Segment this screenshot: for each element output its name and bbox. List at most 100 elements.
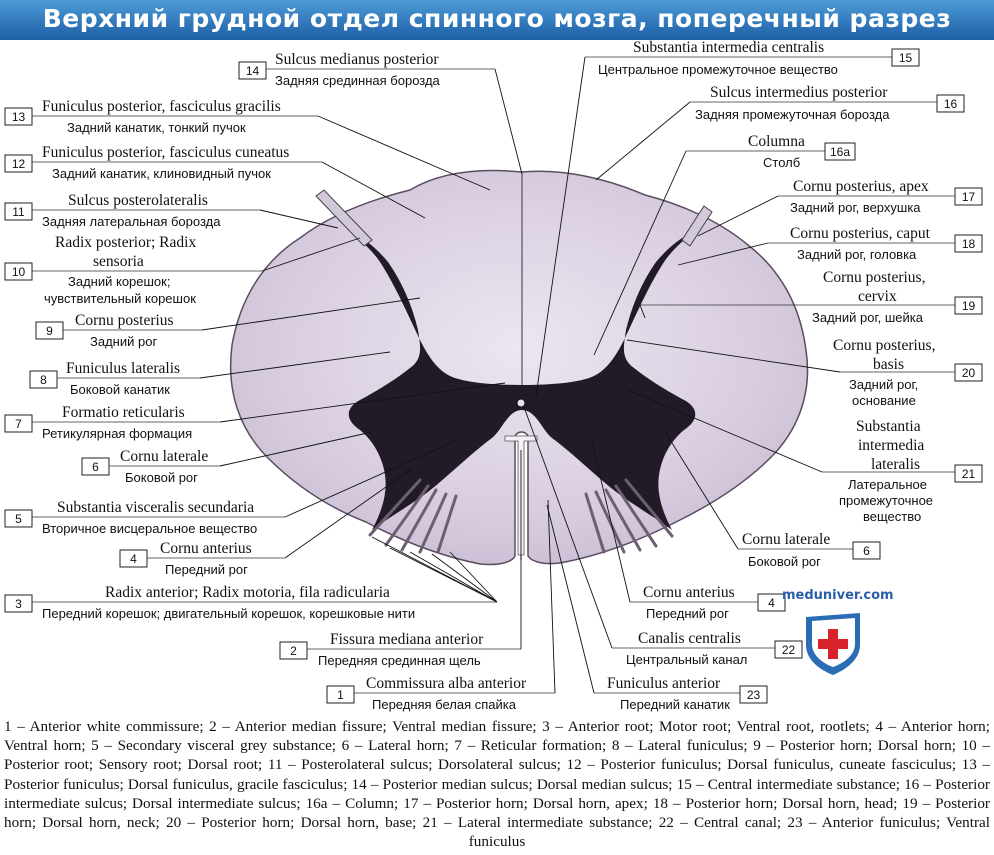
svg-text:9: 9 <box>46 324 53 338</box>
label-4-right: 4 Cornu anterius Передний рог <box>591 441 786 621</box>
svg-text:Боковой канатик: Боковой канатик <box>70 382 170 397</box>
svg-text:Задний канатик, тонкий пучок: Задний канатик, тонкий пучок <box>67 120 246 135</box>
svg-text:Задний канатик, клиновидный пу: Задний канатик, клиновидный пучок <box>52 166 271 181</box>
svg-text:Funiculus posterior, fasciculu: Funiculus posterior, fasciculus cuneatus <box>42 144 289 161</box>
svg-text:19: 19 <box>962 299 976 313</box>
label-15: 15 Substantia intermedia centralis Центр… <box>535 40 920 397</box>
svg-text:Sulcus posterolateralis: Sulcus posterolateralis <box>68 192 208 209</box>
anterior-rootlets-left <box>368 478 458 554</box>
svg-text:Передний корешок; двигательный: Передний корешок; двигательный корешок, … <box>42 606 415 621</box>
label-20: 20 Cornu posterius, basis Задний рог, ос… <box>626 337 983 408</box>
svg-text:Substantia intermedia centrali: Substantia intermedia centralis <box>633 40 824 56</box>
title-banner: Верхний грудной отдел спинного мозга, по… <box>0 0 994 40</box>
label-5: 5 Substantia visceralis secundaria Втори… <box>4 439 458 536</box>
svg-text:Cornu posterius, caput: Cornu posterius, caput <box>790 225 931 242</box>
label-21: 21 Substantia intermedia lateralis Латер… <box>627 389 983 524</box>
cord-cross-section <box>229 169 809 566</box>
label-9: 9 Cornu posterius Задний рог <box>35 297 421 349</box>
svg-text:Funiculus posterior, fasciculu: Funiculus posterior, fasciculus gracilis <box>42 98 281 115</box>
svg-text:14: 14 <box>246 64 260 78</box>
svg-text:Columna: Columna <box>748 133 805 150</box>
svg-text:Fissura mediana anterior: Fissura mediana anterior <box>330 631 484 648</box>
label-6-left: 6 Cornu laterale Боковой рог <box>81 431 373 485</box>
svg-text:Столб: Столб <box>763 155 800 170</box>
svg-text:17: 17 <box>962 190 976 204</box>
svg-text:Cornu posterius,: Cornu posterius, <box>823 269 925 286</box>
svg-text:чувствительный корешок: чувствительный корешок <box>44 291 196 306</box>
label-23: 23 Funiculus anterior Передний канатик <box>546 504 768 712</box>
svg-text:Cornu posterius,: Cornu posterius, <box>833 337 935 354</box>
svg-text:sensoria: sensoria <box>93 253 144 270</box>
label-7: 7 Formatio reticularis Ретикулярная форм… <box>4 382 506 441</box>
svg-text:Cornu anterius: Cornu anterius <box>643 584 735 601</box>
svg-text:Cornu posterius, apex: Cornu posterius, apex <box>793 178 929 195</box>
svg-text:Canalis centralis: Canalis centralis <box>638 630 741 647</box>
label-13: 13 Funiculus posterior, fasciculus graci… <box>4 98 491 191</box>
svg-text:Cornu anterius: Cornu anterius <box>160 540 252 557</box>
svg-text:Radix anterior; Radix motoria,: Radix anterior; Radix motoria, fila radi… <box>105 584 390 601</box>
svg-text:8: 8 <box>40 373 47 387</box>
svg-text:промежуточное: промежуточное <box>839 493 933 508</box>
svg-text:Funiculus anterior: Funiculus anterior <box>607 675 721 692</box>
label-16: 16 Sulcus intermedius posterior Задняя п… <box>595 84 965 181</box>
svg-text:Cornu laterale: Cornu laterale <box>120 448 208 465</box>
svg-text:Ретикулярная формация: Ретикулярная формация <box>42 426 192 441</box>
svg-text:5: 5 <box>15 512 22 526</box>
svg-text:15: 15 <box>899 51 913 65</box>
label-16a: 16a Columna Столб <box>593 133 856 356</box>
svg-text:16: 16 <box>944 97 958 111</box>
label-18: 18 Cornu posterius, caput Задний рог, го… <box>677 225 983 266</box>
svg-text:lateralis: lateralis <box>871 456 920 473</box>
shield-logo-icon <box>806 613 860 675</box>
svg-text:18: 18 <box>962 237 976 251</box>
svg-text:Funiculus lateralis: Funiculus lateralis <box>66 360 180 377</box>
svg-text:cervix: cervix <box>858 288 897 305</box>
svg-text:Задний рог,: Задний рог, <box>849 377 918 392</box>
svg-text:6: 6 <box>92 460 99 474</box>
svg-text:Substantia visceralis secundar: Substantia visceralis secundaria <box>57 499 254 516</box>
svg-text:3: 3 <box>15 597 22 611</box>
label-6-right: 6 Cornu laterale Боковой рог <box>663 429 881 569</box>
svg-text:Центральное промежуточное веще: Центральное промежуточное вещество <box>598 62 838 77</box>
label-1: 1 Commissura alba anterior Передняя бела… <box>326 499 556 712</box>
svg-text:Задний рог: Задний рог <box>90 334 157 349</box>
svg-text:22: 22 <box>782 643 796 657</box>
label-19: 19 Cornu posterius, cervix Задний рог, ш… <box>639 269 983 325</box>
central-canal <box>516 398 526 408</box>
svg-text:Radix posterior; Radix: Radix posterior; Radix <box>55 234 196 251</box>
label-14: 14 Sulcus medianus posterior Задняя сред… <box>238 51 523 175</box>
svg-text:Боковой рог: Боковой рог <box>748 554 821 569</box>
svg-text:12: 12 <box>12 157 26 171</box>
posterior-root-right <box>681 205 713 247</box>
svg-text:Задняя срединная борозда: Задняя срединная борозда <box>275 73 441 88</box>
label-4-left: 4 Cornu anterius Передний рог <box>119 467 414 577</box>
posterior-root-left <box>315 189 373 247</box>
svg-text:Задний рог, верхушка: Задний рог, верхушка <box>790 200 921 215</box>
svg-text:7: 7 <box>15 417 22 431</box>
svg-text:20: 20 <box>962 366 976 380</box>
svg-text:Боковой рог: Боковой рог <box>125 470 198 485</box>
label-8: 8 Funiculus lateralis Боковой канатик <box>29 351 391 397</box>
label-11: 11 Sulcus posterolateralis Задняя латера… <box>4 192 339 229</box>
svg-text:вещество: вещество <box>863 509 921 524</box>
svg-text:21: 21 <box>962 467 976 481</box>
grey-matter <box>348 233 696 530</box>
svg-text:16a: 16a <box>830 145 850 159</box>
svg-text:basis: basis <box>873 356 904 373</box>
svg-text:Передняя белая спайка: Передняя белая спайка <box>372 697 517 712</box>
label-10: 10 Radix posterior; Radix sensoria Задни… <box>4 234 361 306</box>
svg-text:основание: основание <box>852 393 916 408</box>
svg-text:Cornu posterius: Cornu posterius <box>75 312 174 329</box>
label-22: 22 Canalis centralis Центральный канал <box>523 406 803 667</box>
svg-text:Центральный канал: Центральный канал <box>626 652 747 667</box>
svg-text:2: 2 <box>290 644 297 658</box>
svg-text:11: 11 <box>12 205 25 219</box>
svg-text:Вторичное висцеральное веществ: Вторичное висцеральное вещество <box>42 521 257 536</box>
spinal-cord-diagram: 14 Sulcus medianus posterior Задняя сред… <box>4 40 983 712</box>
svg-text:Formatio reticularis: Formatio reticularis <box>62 404 185 421</box>
svg-text:10: 10 <box>12 265 26 279</box>
svg-text:Передний канатик: Передний канатик <box>620 697 730 712</box>
svg-text:Передняя срединная щель: Передняя срединная щель <box>318 653 481 668</box>
watermark-text: meduniver.com <box>782 588 894 603</box>
svg-text:Sulcus intermedius posterior: Sulcus intermedius posterior <box>710 84 888 101</box>
